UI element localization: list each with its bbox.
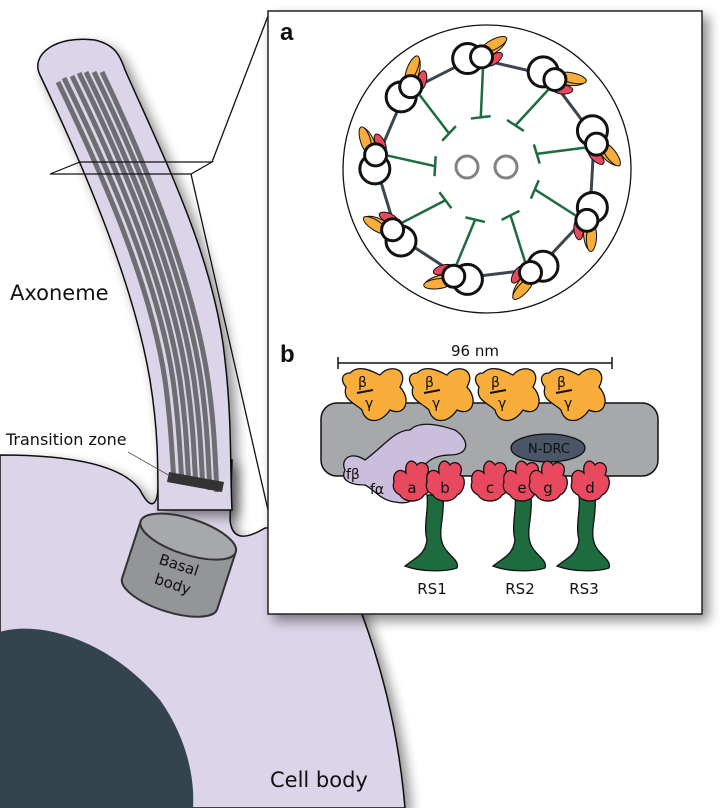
a-tubule bbox=[398, 74, 424, 100]
outer-doublet bbox=[501, 209, 560, 300]
outer-dynein-arm: βγ bbox=[408, 368, 474, 422]
outer-dynein-arm: βγ bbox=[341, 368, 407, 422]
cell-body-label: Cell body bbox=[270, 768, 368, 792]
a-tubule bbox=[542, 67, 568, 93]
radial-spoke bbox=[491, 494, 547, 572]
f-beta-label: fβ bbox=[346, 467, 360, 483]
radial-spoke bbox=[534, 188, 577, 217]
panel-a-letter: a bbox=[280, 19, 294, 46]
scale-label: 96 nm bbox=[451, 342, 499, 360]
inner-dynein-arm: b bbox=[425, 460, 465, 502]
radial-spoke bbox=[479, 68, 485, 118]
transition-zone-label: Transition zone bbox=[5, 430, 127, 449]
basal-body: Basal body bbox=[120, 512, 238, 618]
radial-spoke bbox=[536, 146, 586, 156]
outer-doublet bbox=[358, 126, 437, 186]
f-alpha-label: fα bbox=[370, 482, 384, 498]
outer-doublet bbox=[532, 114, 621, 167]
axoneme-label: Axoneme bbox=[10, 281, 109, 305]
a-tubule bbox=[583, 131, 609, 157]
outer-doublet bbox=[362, 191, 453, 258]
radial-spoke bbox=[401, 199, 446, 224]
radial-spoke bbox=[555, 494, 611, 572]
outer-doublet bbox=[506, 55, 587, 132]
spoke-head bbox=[438, 191, 453, 209]
oda-gamma-label: γ bbox=[432, 396, 440, 412]
radial-spoke-label: RS1 bbox=[417, 580, 447, 598]
radial-spoke bbox=[387, 154, 436, 168]
zoom-line-top bbox=[211, 15, 269, 163]
nucleus bbox=[0, 628, 194, 808]
oda-beta-label: β bbox=[491, 375, 500, 391]
central-pair-microtubule bbox=[454, 154, 480, 180]
outer-doublet bbox=[384, 55, 457, 142]
radial-spoke-label: RS3 bbox=[569, 580, 599, 598]
a-tubule bbox=[574, 207, 600, 233]
radial-spoke bbox=[403, 494, 459, 572]
oda-gamma-label: γ bbox=[498, 396, 506, 412]
radial-spoke bbox=[514, 88, 550, 127]
central-pair-microtubule bbox=[493, 154, 519, 180]
axoneme-microtubules bbox=[55, 70, 220, 493]
radial-spoke bbox=[509, 215, 527, 263]
transition-zone bbox=[167, 472, 224, 492]
spoke-head bbox=[465, 216, 486, 224]
ida-label: b bbox=[440, 479, 450, 497]
oda-beta-label: β bbox=[358, 375, 367, 391]
a-tubule bbox=[469, 44, 495, 70]
ida-label: c bbox=[486, 479, 494, 497]
radial-spoke bbox=[418, 94, 451, 135]
outer-dynein-arm: βγ bbox=[540, 368, 606, 422]
spoke-head bbox=[433, 156, 437, 177]
outer-doublet bbox=[451, 36, 508, 120]
ida-label: g bbox=[543, 479, 553, 497]
spoke-head bbox=[441, 125, 457, 142]
axoneme-membrane bbox=[342, 24, 632, 314]
oda-gamma-label: γ bbox=[365, 396, 373, 412]
spoke-head bbox=[470, 114, 491, 120]
spoke-head bbox=[529, 179, 540, 200]
inner-dynein-arm: d bbox=[570, 460, 610, 502]
a-tubule bbox=[363, 142, 389, 168]
ida-label: a bbox=[407, 479, 416, 497]
a-tubule bbox=[441, 263, 467, 289]
a-tubule bbox=[380, 217, 406, 243]
a-tubule bbox=[517, 260, 543, 286]
panel-a-cross-section bbox=[342, 24, 632, 314]
spoke-head bbox=[501, 209, 520, 222]
oda-beta-label: β bbox=[557, 375, 566, 391]
ida-label: e bbox=[517, 479, 526, 497]
spoke-head bbox=[532, 143, 541, 164]
ndrc-label: N-DRC bbox=[528, 442, 570, 457]
dynein-f-complex bbox=[343, 423, 467, 504]
zoom-line-bottom bbox=[190, 173, 269, 511]
transition-zone-leader bbox=[127, 451, 171, 477]
inner-dynein-arm: g bbox=[528, 460, 568, 502]
oda-gamma-label: γ bbox=[564, 396, 572, 412]
outer-dynein-arm: βγ bbox=[474, 368, 540, 422]
ida-label: d bbox=[585, 479, 595, 497]
panel-b-letter: b bbox=[280, 341, 295, 368]
spoke-head bbox=[506, 118, 525, 132]
outer-doublet bbox=[423, 216, 486, 296]
radial-spoke-label: RS2 bbox=[505, 580, 535, 598]
radial-spoke bbox=[455, 219, 477, 266]
oda-beta-label: β bbox=[425, 375, 434, 391]
outer-doublet bbox=[529, 179, 609, 253]
